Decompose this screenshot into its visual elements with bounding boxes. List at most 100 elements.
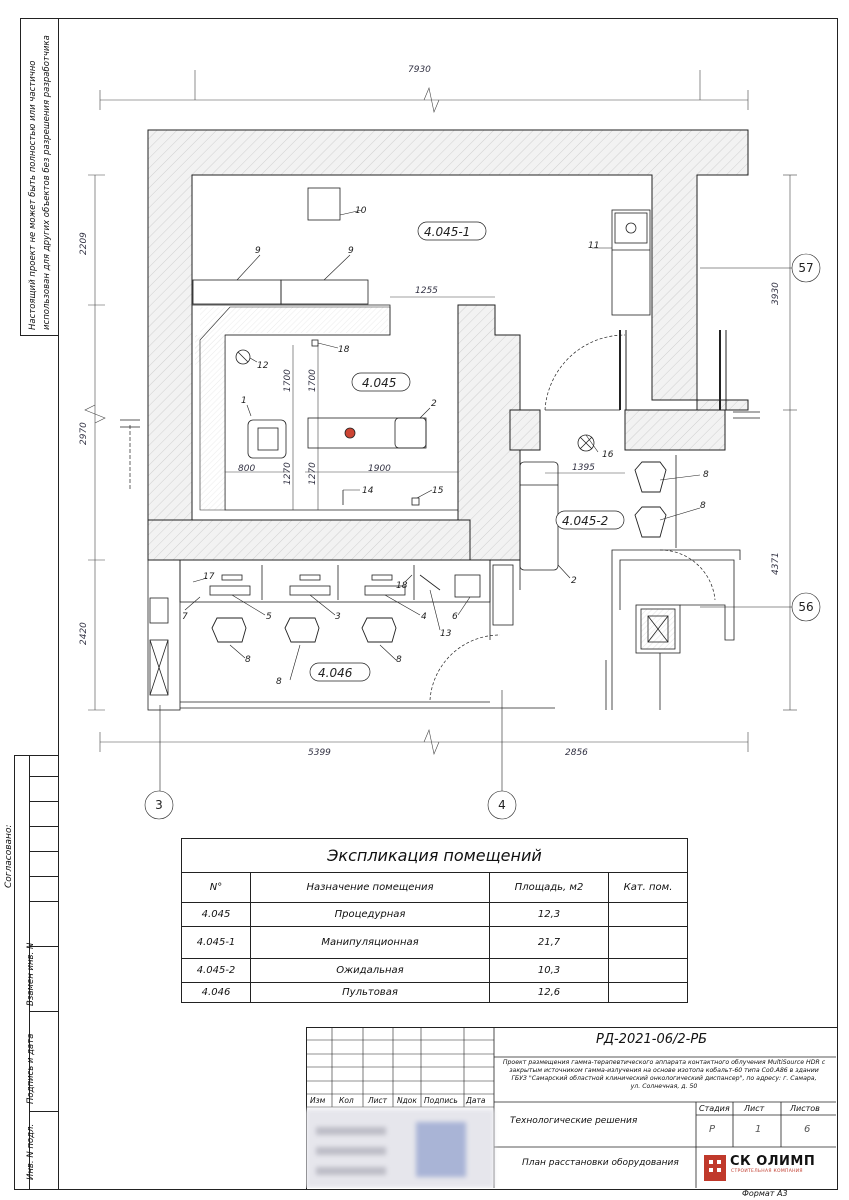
stamp-col-sign: Подпись: [424, 1096, 458, 1105]
dim-2970: 2970: [79, 422, 89, 445]
dim-1395: 1395: [572, 463, 595, 473]
project-line: закрытым источником гамма-излучения на о…: [509, 1067, 819, 1074]
project-description: Проект размещения гамма-терапевтического…: [494, 1059, 834, 1091]
mark-9a: 9: [255, 246, 261, 256]
project-line: ул. Солнечная, д. 50: [630, 1083, 698, 1090]
explication-table: Экспликация помещений N° Назначение поме…: [181, 838, 688, 1003]
axis-4: 4: [498, 798, 506, 812]
expl-cell: [608, 926, 688, 959]
mark-7: 7: [182, 612, 188, 622]
expl-cell: Ожидальная: [250, 958, 490, 983]
dim-1900: 1900: [368, 464, 391, 474]
sheet-header: Лист: [744, 1104, 765, 1113]
doc-code: РД-2021-06/2-РБ: [596, 1032, 708, 1047]
expl-cell: 21,7: [489, 926, 609, 959]
stamp-col-list: Лист: [368, 1096, 388, 1105]
expl-cell: 10,3: [489, 958, 609, 983]
side-sign-date: Подпись и дата: [26, 1033, 36, 1104]
expl-header-no: N°: [181, 872, 251, 903]
section-title: Технологические решения: [510, 1116, 638, 1126]
mark-5: 5: [266, 612, 272, 622]
side-agreed: Согласовано:: [4, 824, 14, 888]
axis-56: 56: [798, 600, 813, 614]
mark-2b: 2: [571, 576, 577, 586]
expl-cell: 4.045-1: [181, 926, 251, 959]
sheets-header: Листов: [790, 1104, 820, 1113]
mark-13: 13: [440, 629, 452, 639]
dim-1700b: 1700: [308, 369, 318, 392]
project-line: ГБУЗ "Самарский областной клинический он…: [511, 1075, 817, 1082]
dim-7930: 7930: [408, 65, 431, 75]
project-line: Проект размещения гамма-терапевтического…: [502, 1059, 826, 1066]
mark-11: 11: [588, 241, 599, 251]
expl-cell: Манипуляционная: [250, 926, 490, 959]
mark-15: 15: [432, 486, 444, 496]
expl-cell: [608, 982, 688, 1003]
side-replace-inv: Взамен инв. N: [26, 942, 36, 1006]
stage-value: Р: [709, 1124, 716, 1135]
expl-cell: 4.046: [181, 982, 251, 1003]
mark-1: 1: [241, 396, 247, 406]
room-4045-2: 4.045-2: [562, 514, 608, 528]
company-subtitle: СТРОИТЕЛЬНАЯ КОМПАНИЯ: [731, 1169, 803, 1174]
sheets-value: 6: [804, 1124, 811, 1135]
side-stamp: [14, 755, 59, 1190]
mark-2a: 2: [431, 399, 437, 409]
company-name: СК ОЛИМП: [730, 1154, 816, 1169]
expl-cell: 12,6: [489, 982, 609, 1003]
dim-800: 800: [238, 464, 255, 474]
axis-3: 3: [155, 798, 163, 812]
stamp-col-ndok: Nдок: [397, 1096, 417, 1105]
dim-1270b: 1270: [308, 462, 318, 485]
explication-title: Экспликация помещений: [181, 838, 688, 873]
mark-6: 6: [452, 612, 458, 622]
expl-header-name: Назначение помещения: [250, 872, 490, 903]
dim-3930: 3930: [771, 282, 781, 305]
expl-cell: Пультовая: [250, 982, 490, 1003]
mark-4: 4: [421, 612, 427, 622]
room-4045: 4.045: [362, 376, 396, 390]
room-4046: 4.046: [318, 666, 353, 680]
expl-cell: Процедурная: [250, 902, 490, 927]
stamp-col-izm: Изм: [310, 1096, 326, 1105]
notice-box: [20, 18, 59, 336]
sheet-title: План расстановки оборудования: [522, 1158, 679, 1168]
mark-8a: 8: [245, 655, 251, 665]
mark-18b: 18: [396, 581, 408, 591]
title-block: [306, 1027, 838, 1190]
dim-5399: 5399: [308, 748, 331, 758]
expl-cell: [608, 902, 688, 927]
mark-8d: 8: [703, 470, 709, 480]
dim-4371: 4371: [771, 552, 781, 575]
stamp-col-kol: Кол: [339, 1096, 354, 1105]
floor-plan: 7930 2209 2970 2420 3930 4371 1255 1700 …: [79, 65, 821, 820]
mark-18a: 18: [338, 345, 350, 355]
mark-10: 10: [355, 206, 367, 216]
mark-8c: 8: [396, 655, 402, 665]
title-block-grid: [306, 1027, 836, 1188]
mark-8b: 8: [276, 677, 282, 687]
stamp-col-date: Дата: [466, 1096, 486, 1105]
mark-9b: 9: [348, 246, 354, 256]
dim-1255: 1255: [415, 286, 438, 296]
expl-cell: 4.045: [181, 902, 251, 927]
expl-cell: [608, 958, 688, 983]
expl-cell: 4.045-2: [181, 958, 251, 983]
company-logo-icon: [704, 1155, 726, 1181]
mark-8e: 8: [700, 501, 706, 511]
dim-2420: 2420: [79, 622, 89, 645]
sheet-value: 1: [755, 1124, 762, 1135]
mark-14: 14: [362, 486, 374, 496]
walls: [147, 129, 749, 561]
dim-2209: 2209: [79, 232, 89, 255]
mark-3: 3: [335, 612, 341, 622]
format-label: Формат А3: [742, 1189, 788, 1198]
stage-header: Стадия: [699, 1104, 730, 1113]
side-inv-orig: Инв. N подл.: [26, 1123, 36, 1180]
expl-cell: 12,3: [489, 902, 609, 927]
expl-header-area: Площадь, м2: [489, 872, 609, 903]
mark-12: 12: [257, 361, 269, 371]
expl-header-cat: Кат. пом.: [608, 872, 688, 903]
mark-17: 17: [203, 572, 215, 582]
axis-57: 57: [798, 261, 813, 275]
